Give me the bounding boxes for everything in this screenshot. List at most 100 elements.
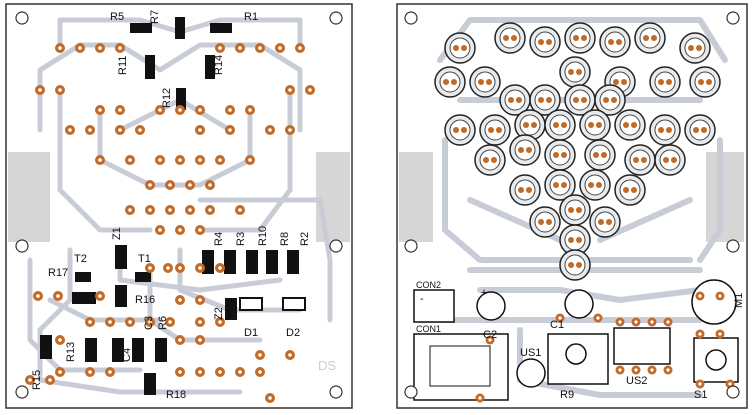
component-t1: [135, 272, 151, 282]
label-r16: R16: [135, 294, 155, 306]
led: [624, 144, 656, 176]
left-pad: [275, 43, 285, 53]
polarity-minus-con2: -: [420, 293, 424, 305]
right-components: [413, 279, 739, 401]
left-pad: [175, 105, 185, 115]
led: [559, 224, 591, 256]
led: [589, 206, 621, 238]
led: [559, 194, 591, 226]
led: [689, 66, 721, 98]
led: [599, 26, 631, 58]
left-pad: [135, 125, 145, 135]
component-r14: [205, 55, 215, 79]
component-con1-inner: [429, 345, 491, 387]
left-pad: [265, 393, 275, 403]
left-pad: [195, 317, 205, 327]
led: [584, 139, 616, 171]
left-pad: [85, 367, 95, 377]
left-pad: [165, 317, 175, 327]
led: [479, 114, 511, 146]
left-pad: [33, 291, 43, 301]
led: [509, 174, 541, 206]
left-pad: [295, 43, 305, 53]
component-d2: [282, 297, 306, 311]
left-pad: [285, 125, 295, 135]
component-con2: [413, 289, 455, 323]
component-r10: [246, 250, 258, 274]
led: [474, 144, 506, 176]
left-pad: [175, 263, 185, 273]
right-pad: [663, 317, 673, 327]
right-pad: [631, 365, 641, 375]
left-pad: [285, 350, 295, 360]
component-c1: [564, 289, 594, 319]
label-r7: R7: [149, 10, 161, 24]
left-pad: [175, 367, 185, 377]
left-pad: [215, 155, 225, 165]
left-board-outline: [5, 3, 353, 409]
label-s1: S1: [694, 389, 707, 401]
led: [614, 109, 646, 141]
left-pad: [35, 85, 45, 95]
left-pad: [255, 350, 265, 360]
left-pad: [155, 155, 165, 165]
component-r16: [115, 285, 127, 307]
component-r15: [40, 335, 52, 359]
led: [649, 66, 681, 98]
right-pad: [615, 365, 625, 375]
component-r9-knob: [565, 343, 587, 365]
component-r13: [85, 338, 97, 362]
component-r12: [176, 88, 186, 110]
label-c1: C1: [550, 319, 564, 331]
left-pad: [115, 125, 125, 135]
left-pad: [95, 155, 105, 165]
left-pad: [195, 125, 205, 135]
left-components: [40, 17, 306, 395]
left-pad: [115, 105, 125, 115]
left-pad: [95, 105, 105, 115]
watermark-text: DS: [318, 358, 336, 373]
left-pad: [165, 180, 175, 190]
right-pad: [695, 291, 705, 301]
left-pad: [165, 205, 175, 215]
component-r17: [72, 292, 96, 304]
left-pad: [145, 263, 155, 273]
left-pad: [195, 225, 205, 235]
left-pad: [55, 85, 65, 95]
led: [444, 114, 476, 146]
led: [564, 84, 596, 116]
left-pad: [175, 155, 185, 165]
left-pad: [195, 367, 205, 377]
right-mounting-holes: [404, 11, 740, 399]
label-r15: R15: [31, 370, 43, 390]
left-pad: [95, 43, 105, 53]
left-pad: [195, 295, 205, 305]
component-c4-b: [132, 338, 144, 362]
left-pad: [215, 263, 225, 273]
label-z1: Z1: [111, 227, 123, 240]
left-pad: [175, 225, 185, 235]
component-t2: [75, 272, 91, 282]
component-m1: [691, 279, 737, 325]
label-c3: C3: [143, 316, 155, 330]
led: [514, 109, 546, 141]
left-pad: [245, 105, 255, 115]
led: [654, 144, 686, 176]
label-d1: D1: [244, 327, 258, 339]
label-us1: US1: [520, 347, 541, 359]
led: [684, 114, 716, 146]
component-z2: [225, 298, 237, 320]
label-r17: R17: [48, 267, 68, 279]
left-pad: [65, 125, 75, 135]
component-c2: [476, 291, 506, 321]
left-pad: [185, 180, 195, 190]
component-r5: [130, 23, 152, 33]
label-r3: R3: [235, 232, 247, 246]
label-con2: CON2: [416, 280, 441, 290]
left-pad: [25, 375, 35, 385]
right-pad: [647, 317, 657, 327]
left-pad: [235, 367, 245, 377]
led: [529, 206, 561, 238]
